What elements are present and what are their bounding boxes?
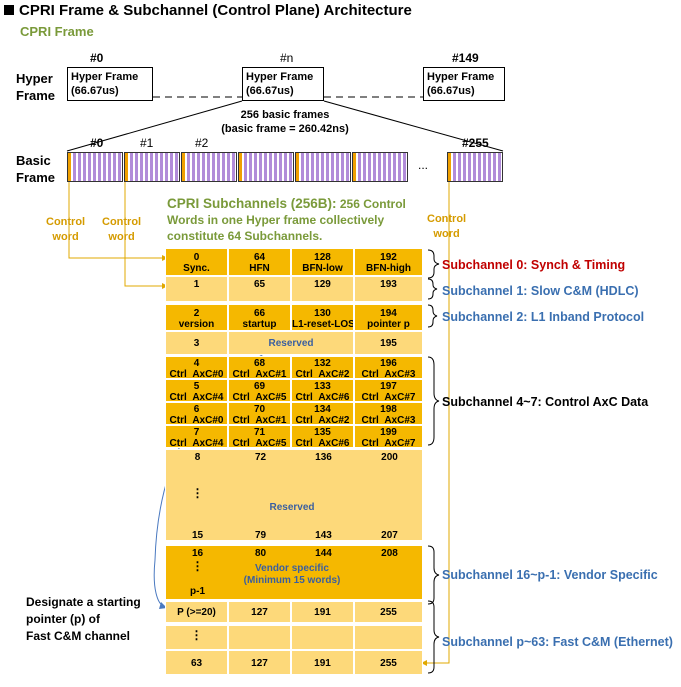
brace-sc2 — [427, 304, 438, 328]
basic-frames-caption: 256 basic frames(basic frame = 260.42ns) — [221, 109, 349, 135]
basic-frame-4 — [295, 152, 351, 182]
basic-frame-3 — [238, 152, 294, 182]
cell-3: 3 — [165, 331, 228, 355]
label-subchannel-0: Subchannel 0: Synch & Timing — [442, 258, 626, 272]
basic-index-2: #2 — [195, 136, 209, 150]
designate-pointer-label: Designate a starting pointer (p) of Fast… — [26, 595, 141, 643]
cell-255b: 255 — [354, 650, 423, 675]
brace-sc0 — [427, 249, 440, 279]
cell-193: 193 — [354, 276, 423, 302]
section-title: CPRI Frame — [20, 24, 94, 39]
vendor-block: 16 ⋮ p-1 80 144 Vendor specific (Minimum… — [165, 545, 423, 600]
control-word-arrow-255 — [427, 182, 450, 664]
basic-frame-0 — [67, 152, 123, 182]
cell-fast-empty-1 — [228, 625, 291, 650]
brace-sc1 — [427, 278, 438, 300]
basic-frame-255 — [447, 152, 503, 182]
brace-sc16 — [427, 545, 440, 605]
cell-191b: 191 — [291, 650, 354, 675]
reserved-block-2: 8 72 136 200 ⋮ Reserved 15 79 143 207 — [165, 449, 423, 541]
cell-reserved-1: Reserved — [228, 331, 354, 355]
cell-127a: 127 — [228, 601, 291, 623]
cell-p: P (>=20) — [165, 601, 228, 623]
label-subchannel-4-7: Subchannel 4~7: Control AxC Data — [442, 395, 649, 409]
hyper-index-149: #149 — [452, 51, 479, 65]
brace-scp — [427, 600, 440, 674]
zoom-line-left — [66, 100, 243, 152]
square-bullet-icon — [4, 5, 14, 15]
brace-sc47 — [427, 356, 440, 446]
basic-ellipsis: ... — [418, 158, 429, 172]
hyper-index-n: #n — [280, 51, 294, 65]
hyper-frame-box-n: Hyper Frame(66.67us) — [242, 67, 324, 101]
hyper-frame-box-149: Hyper Frame(66.67us) — [423, 67, 505, 101]
cell-fast-empty-3 — [354, 625, 423, 650]
label-subchannel-2: Subchannel 2: L1 Inband Protocol — [442, 310, 645, 324]
label-subchannel-1: Subchannel 1: Slow C&M (HDLC) — [442, 284, 639, 298]
cell-129: 129 — [291, 276, 354, 302]
basic-index-1: #1 — [140, 136, 154, 150]
hyper-frame-box-0: Hyper Frame(66.67us) — [67, 67, 153, 101]
cell-63: 63 — [165, 650, 228, 675]
cell-255a: 255 — [354, 601, 423, 623]
cell-fast-ellipsis: ⋮ — [165, 625, 228, 650]
cell-65: 65 — [228, 276, 291, 302]
label-subchannel-p: Subchannel p~63: Fast C&M (Ethernet) — [442, 635, 673, 649]
zoom-line-right — [323, 100, 504, 152]
control-word-arrow-1 — [124, 182, 162, 287]
control-word-arrow-0 — [68, 182, 162, 259]
label-subchannel-16: Subchannel 16~p-1: Vendor Specific — [442, 568, 658, 582]
cell-fast-empty-2 — [291, 625, 354, 650]
cell-191a: 191 — [291, 601, 354, 623]
cell-127b: 127 — [228, 650, 291, 675]
basic-frame-5 — [352, 152, 408, 182]
subchannels-title: CPRI Subchannels (256B): 256 Control Wor… — [167, 196, 406, 243]
cell-195: 195 — [354, 331, 423, 355]
basic-frame-2 — [181, 152, 237, 182]
cell-1: 1 — [165, 276, 228, 302]
basic-frame-1 — [124, 152, 180, 182]
page-title: CPRI Frame & Subchannel (Control Plane) … — [4, 2, 412, 19]
hyper-frame-label: Hyper Frame — [16, 71, 56, 103]
hyper-index-0: #0 — [90, 51, 104, 65]
basic-frame-label: Basic Frame — [16, 153, 56, 185]
